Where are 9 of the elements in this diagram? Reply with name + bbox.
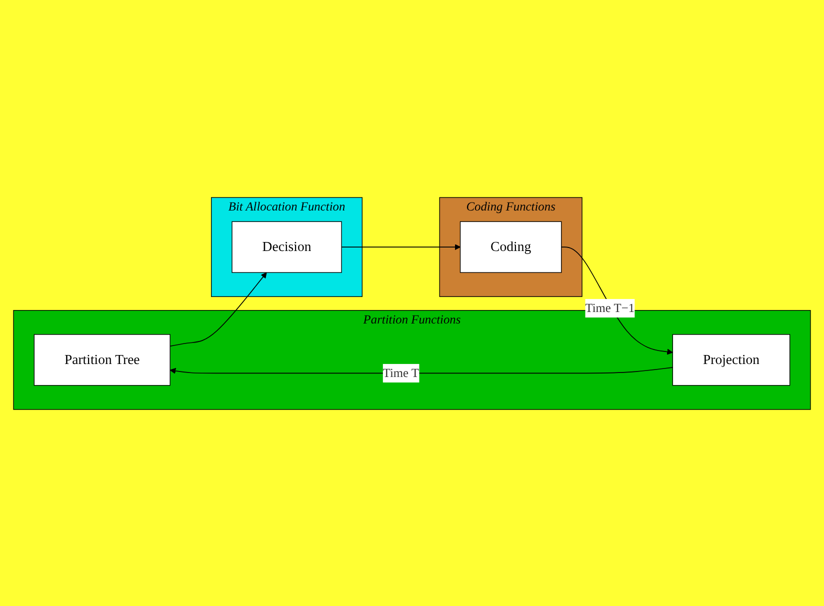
edge-label: Time T−1 [585, 298, 635, 318]
group-title: Partition Functions [363, 312, 461, 326]
group-title: Coding Functions [466, 199, 556, 213]
process-box: Decision [232, 220, 342, 272]
group-title: Bit Allocation Function [228, 199, 346, 213]
process-box: Projection [672, 334, 790, 386]
process-box: Partition Tree [34, 334, 170, 386]
process-box: Coding [460, 220, 562, 272]
edge-label: Time T [382, 363, 419, 382]
